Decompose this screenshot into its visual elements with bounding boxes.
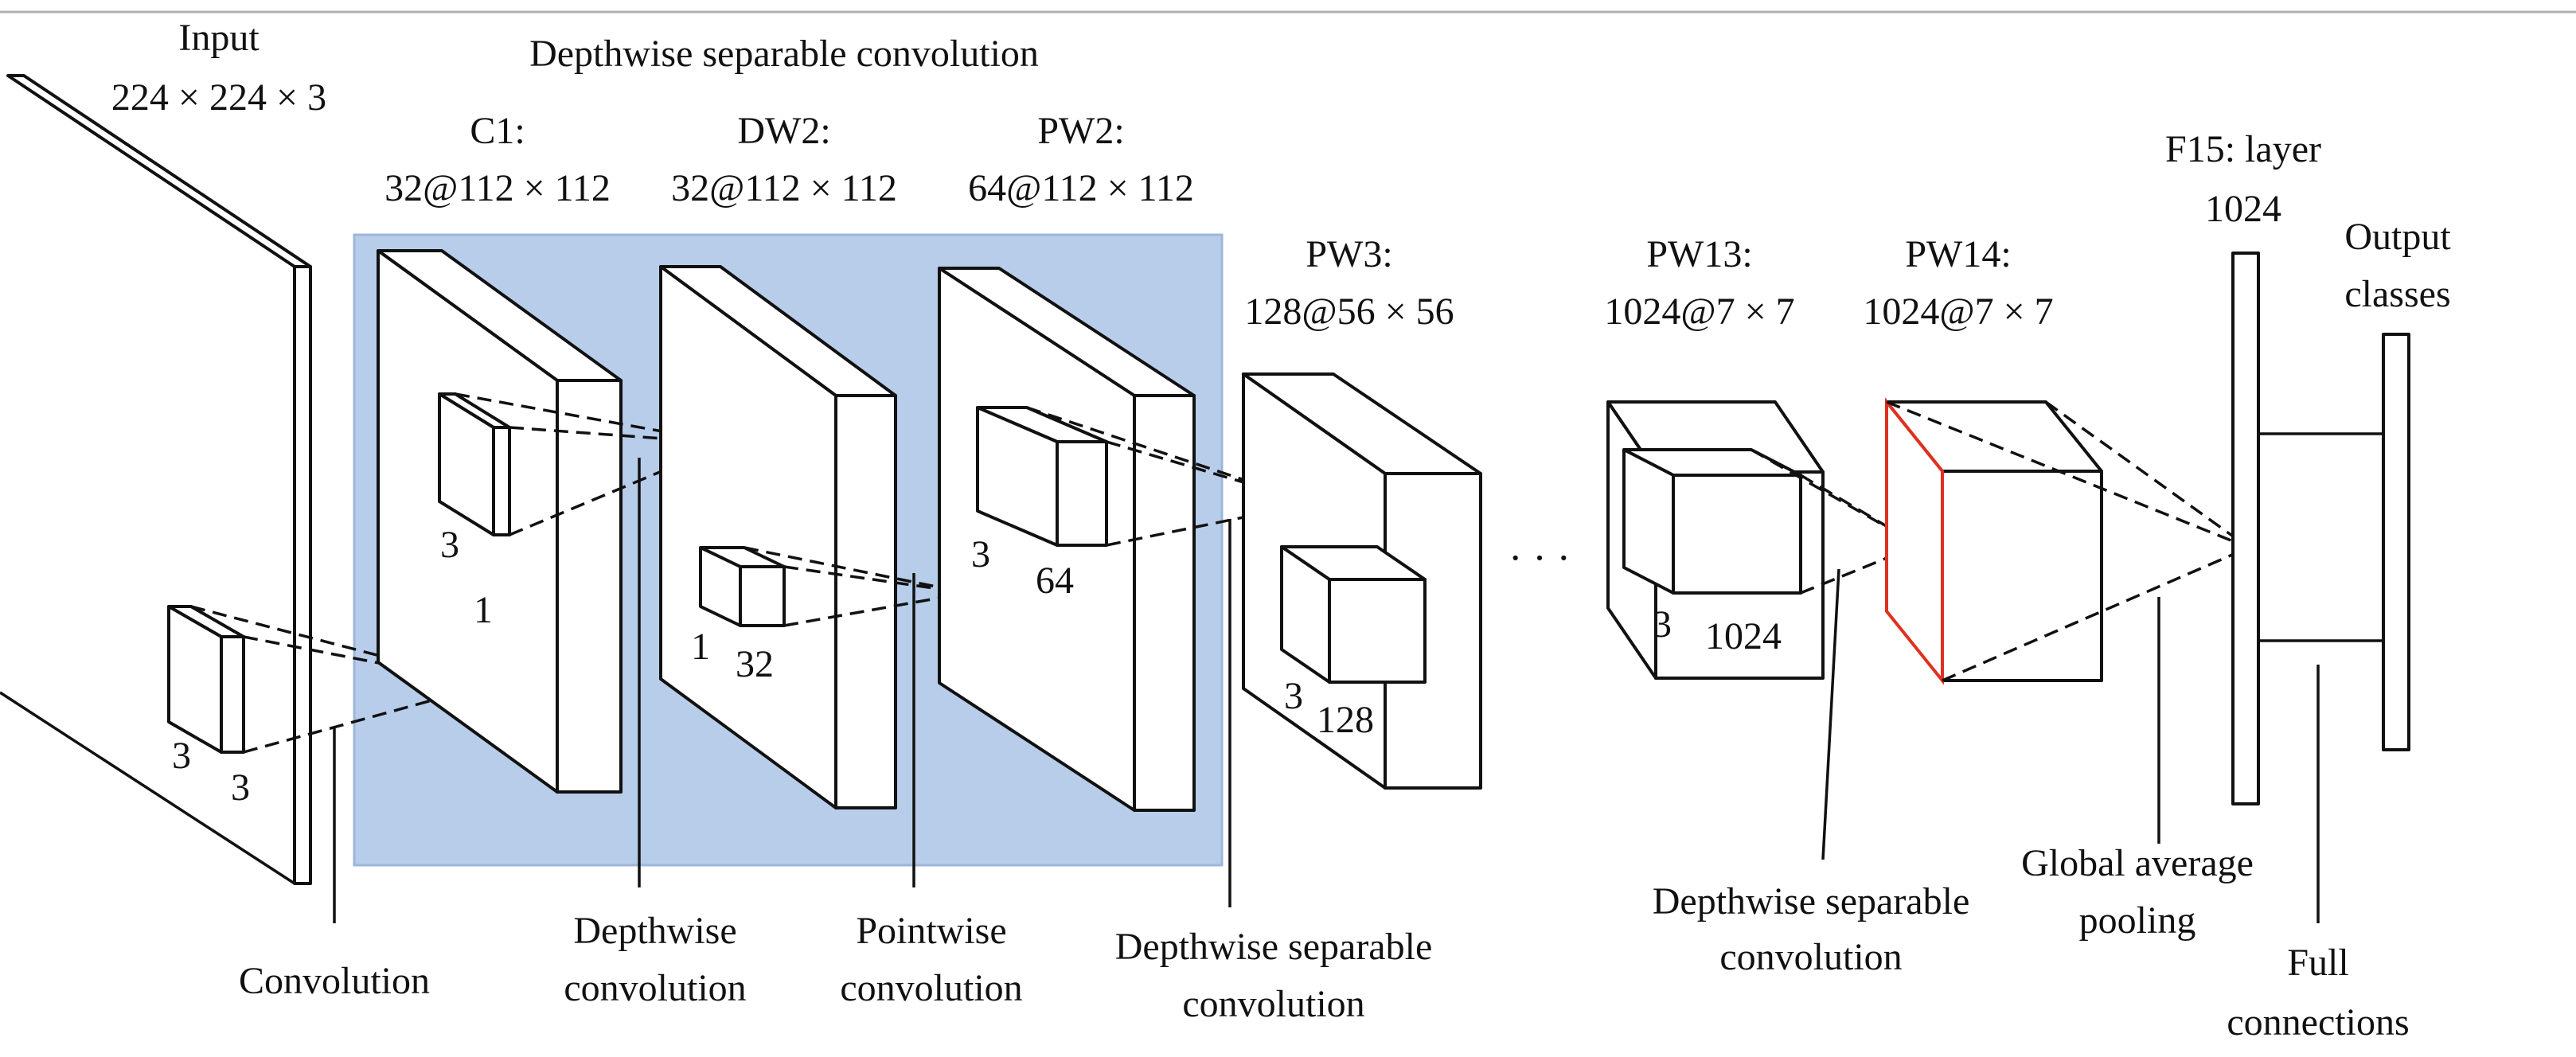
f15-dims: 1024 <box>2205 188 2281 230</box>
dsc-group-title: Depthwise separable convolution <box>529 33 1039 75</box>
pw2-kernel-d: 64 <box>1036 560 1074 602</box>
pw3-label: PW3: <box>1306 233 1392 275</box>
pw14-label: PW14: <box>1905 233 2011 275</box>
pw13-dims: 1024@7 × 7 <box>1604 291 1794 333</box>
pw13-label: PW13: <box>1646 233 1752 275</box>
dw2-kernel-k: 1 <box>691 626 710 668</box>
ellipsis-text: · · · <box>1509 536 1571 581</box>
convolution-callout: Convolution <box>239 960 430 1002</box>
pw2-dims: 64@112 × 112 <box>968 167 1194 209</box>
c1-block <box>377 249 623 794</box>
gap-callout-line2: pooling <box>2079 899 2196 942</box>
f15-layer-bar <box>2231 252 2260 805</box>
dsc-a-callout-line1: Depthwise separable <box>1115 926 1433 968</box>
pw13-kernel-k: 3 <box>1653 603 1672 646</box>
input-kernel-cube <box>167 605 245 754</box>
dw2-kernel-projection <box>744 546 968 627</box>
dw2-block <box>659 265 897 809</box>
output-classes-bar <box>2382 333 2410 751</box>
dw2-label: DW2: <box>737 110 830 152</box>
input-title: Input <box>178 17 260 59</box>
output-label-1: Output <box>2344 216 2451 258</box>
c1-kernel-k: 3 <box>440 524 459 566</box>
depthwise-callout-line2: convolution <box>564 967 746 1009</box>
output-label-2: classes <box>2344 273 2450 315</box>
pw3-kernel-k: 3 <box>1284 675 1303 717</box>
pw3-kernel-d: 128 <box>1317 699 1374 741</box>
full-connections-callout-line2: connections <box>2227 1001 2409 1043</box>
pw13-kernel-d: 1024 <box>1705 615 1782 657</box>
pw13-kernel-cube <box>1622 448 1802 595</box>
c1-kernel-cube <box>438 392 511 536</box>
pointwise-callout-line1: Pointwise <box>856 910 1006 952</box>
pw2-label: PW2: <box>1037 110 1124 152</box>
dsc-b-leader <box>1821 568 1840 860</box>
input-dims: 224 × 224 × 3 <box>111 76 326 119</box>
c1-dims: 32@112 × 112 <box>384 167 611 209</box>
dw2-kernel-cube <box>699 546 786 627</box>
input-kernel-k1: 3 <box>172 735 191 777</box>
c1-kernel-d: 1 <box>474 589 493 631</box>
dw2-kernel-d: 32 <box>736 643 774 685</box>
pw3-kernel-cube <box>1280 545 1427 684</box>
pw2-kernel-k: 3 <box>971 533 990 575</box>
input-slab <box>0 74 312 885</box>
input-kernel-k2: 3 <box>231 766 250 809</box>
f15-label: F15: layer <box>2165 128 2321 170</box>
pw14-pooling-projection <box>1886 400 2250 682</box>
gap-callout-line1: Global average <box>2021 842 2254 884</box>
pw3-dims: 128@56 × 56 <box>1244 291 1454 333</box>
pointwise-callout-line2: convolution <box>840 967 1022 1009</box>
pw2-block <box>938 267 1196 812</box>
dsc-b-callout-line1: Depthwise separable <box>1653 880 1970 922</box>
pw2-kernel-cube <box>976 406 1108 547</box>
dsc-a-callout-line2: convolution <box>1182 983 1364 1025</box>
c1-label: C1: <box>470 110 525 152</box>
dsc-b-callout-line2: convolution <box>1719 936 1902 978</box>
pw14-block <box>1885 397 2103 685</box>
full-connections-callout-line1: Full <box>2287 942 2348 984</box>
pw14-dims: 1024@7 × 7 <box>1863 291 2053 333</box>
depthwise-callout-line1: Depthwise <box>573 910 736 952</box>
dw2-dims: 32@112 × 112 <box>671 167 897 209</box>
